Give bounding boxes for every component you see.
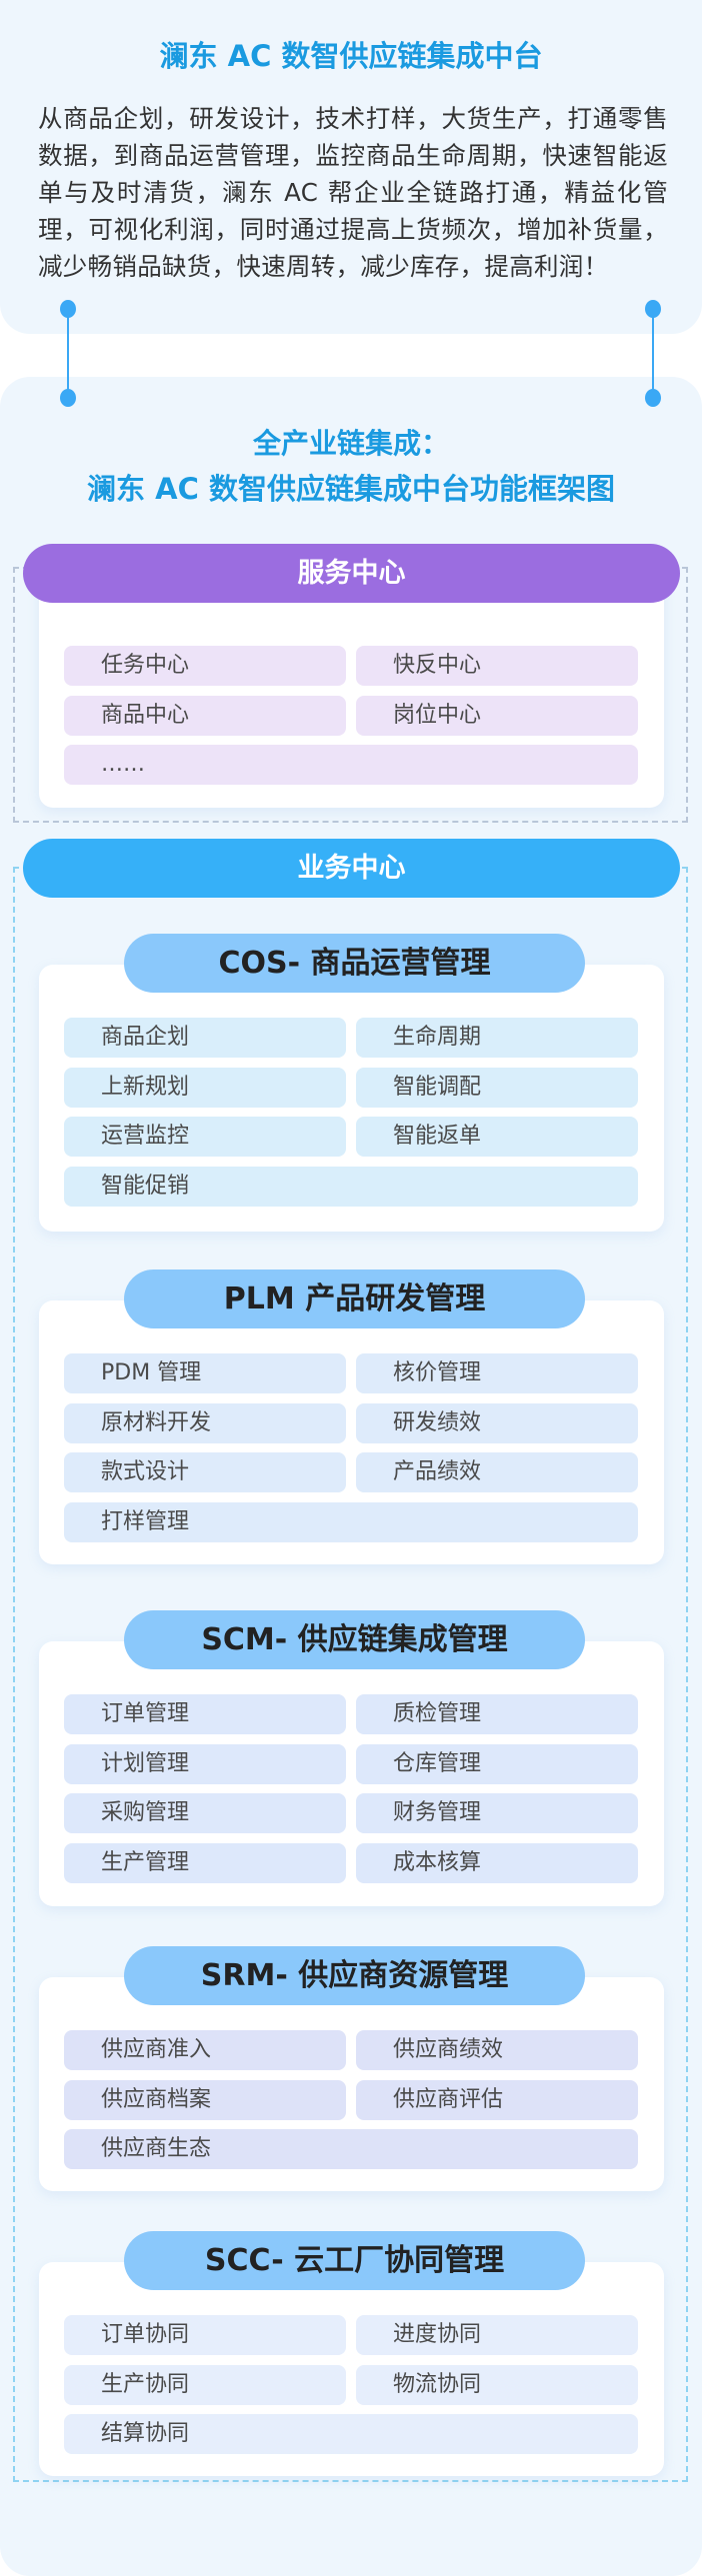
module-item: 原材料开发 — [64, 1402, 346, 1443]
intro-card — [0, 0, 702, 334]
connector-dot — [60, 300, 76, 318]
module-item: 运营监控 — [64, 1117, 346, 1157]
module-item: 岗位中心 — [356, 695, 638, 736]
module-item: 供应商档案 — [64, 2079, 346, 2120]
service-center-card: 任务中心快反中心商品中心岗位中心 …… — [39, 575, 664, 808]
module-item: 智能促销 — [64, 1166, 638, 1207]
module-card: 订单管理质检管理计划管理仓库管理采购管理财务管理生产管理成本核算 SCM- 供应链… — [39, 1610, 664, 1906]
module-title: SRM- 供应商资源管理 — [124, 1946, 585, 2005]
module-item: 款式设计 — [64, 1452, 346, 1492]
module-item: …… — [64, 745, 638, 785]
module-item: 供应商准入 — [64, 2030, 346, 2070]
module-item: 智能返单 — [356, 1117, 638, 1157]
module-item: 结算协同 — [64, 2414, 638, 2454]
module-item: 财务管理 — [356, 1793, 638, 1833]
module-item: 订单协同 — [64, 2315, 346, 2355]
module-item: 仓库管理 — [356, 1743, 638, 1784]
module-items: 订单协同进度协同生产协同物流协同结算协同 — [64, 2315, 638, 2454]
module-item: 物流协同 — [356, 2364, 638, 2405]
module-card: 商品企划生命周期上新规划智能调配运营监控智能返单智能促销 COS- 商品运营管理 — [39, 934, 664, 1232]
module-item: 商品企划 — [64, 1018, 346, 1058]
module-item: 研发绩效 — [356, 1402, 638, 1443]
module-title: PLM 产品研发管理 — [124, 1270, 585, 1328]
module-item: 供应商绩效 — [356, 2030, 638, 2070]
connector-dot — [60, 389, 76, 407]
connector-line-right — [652, 309, 654, 398]
business-center-header: 业务中心 — [23, 839, 680, 898]
module-title: SCC- 云工厂协同管理 — [124, 2231, 585, 2290]
framework-heading-line1: 全产业链集成： — [252, 427, 449, 460]
module-item: 计划管理 — [64, 1743, 346, 1784]
module-items: PDM 管理核价管理原材料开发研发绩效款式设计产品绩效打样管理 — [64, 1353, 638, 1542]
module-items: 商品企划生命周期上新规划智能调配运营监控智能返单智能促销 — [64, 1018, 638, 1207]
connector-dot — [645, 300, 661, 318]
module-card: PDM 管理核价管理原材料开发研发绩效款式设计产品绩效打样管理 PLM 产品研发管… — [39, 1270, 664, 1564]
connector-dot — [645, 389, 661, 407]
module-title: COS- 商品运营管理 — [124, 934, 585, 993]
module-item: 质检管理 — [356, 1694, 638, 1734]
service-center-header: 服务中心 — [23, 544, 680, 603]
module-item: 成本核算 — [356, 1842, 638, 1883]
module-item: 进度协同 — [356, 2315, 638, 2355]
module-card: 订单协同进度协同生产协同物流协同结算协同 SCC- 云工厂协同管理 — [39, 2231, 664, 2476]
module-item: 智能调配 — [356, 1067, 638, 1108]
module-item: 任务中心 — [64, 646, 346, 686]
module-items: 订单管理质检管理计划管理仓库管理采购管理财务管理生产管理成本核算 — [64, 1694, 638, 1883]
module-title: SCM- 供应链集成管理 — [124, 1610, 585, 1669]
module-item: 商品中心 — [64, 695, 346, 736]
module-item: 产品绩效 — [356, 1452, 638, 1492]
service-center-items: 任务中心快反中心商品中心岗位中心 …… — [64, 646, 638, 785]
module-item: 生产协同 — [64, 2364, 346, 2405]
main-title: 澜东 AC 数智供应链集成中台 — [159, 39, 543, 73]
framework-heading-line2: 澜东 AC 数智供应链集成中台功能框架图 — [87, 472, 615, 506]
module-item: 采购管理 — [64, 1793, 346, 1833]
module-card: 供应商准入供应商绩效供应商档案供应商评估供应商生态 SRM- 供应商资源管理 — [39, 1946, 664, 2191]
module-item: 供应商评估 — [356, 2079, 638, 2120]
module-item: 订单管理 — [64, 1694, 346, 1734]
module-item: 打样管理 — [64, 1501, 638, 1542]
connector-line-left — [67, 309, 69, 398]
module-item: 核价管理 — [356, 1353, 638, 1393]
module-item: 快反中心 — [356, 646, 638, 686]
module-item: PDM 管理 — [64, 1353, 346, 1393]
intro-text: 从商品企划，研发设计，技术打样，大货生产，打通零售数据，到商品运营管理，监控商品… — [38, 104, 668, 281]
module-item: 生产管理 — [64, 1842, 346, 1883]
module-item: 供应商生态 — [64, 2129, 638, 2169]
module-items: 供应商准入供应商绩效供应商档案供应商评估供应商生态 — [64, 2030, 638, 2169]
module-item: 上新规划 — [64, 1067, 346, 1108]
module-item: 生命周期 — [356, 1018, 638, 1058]
